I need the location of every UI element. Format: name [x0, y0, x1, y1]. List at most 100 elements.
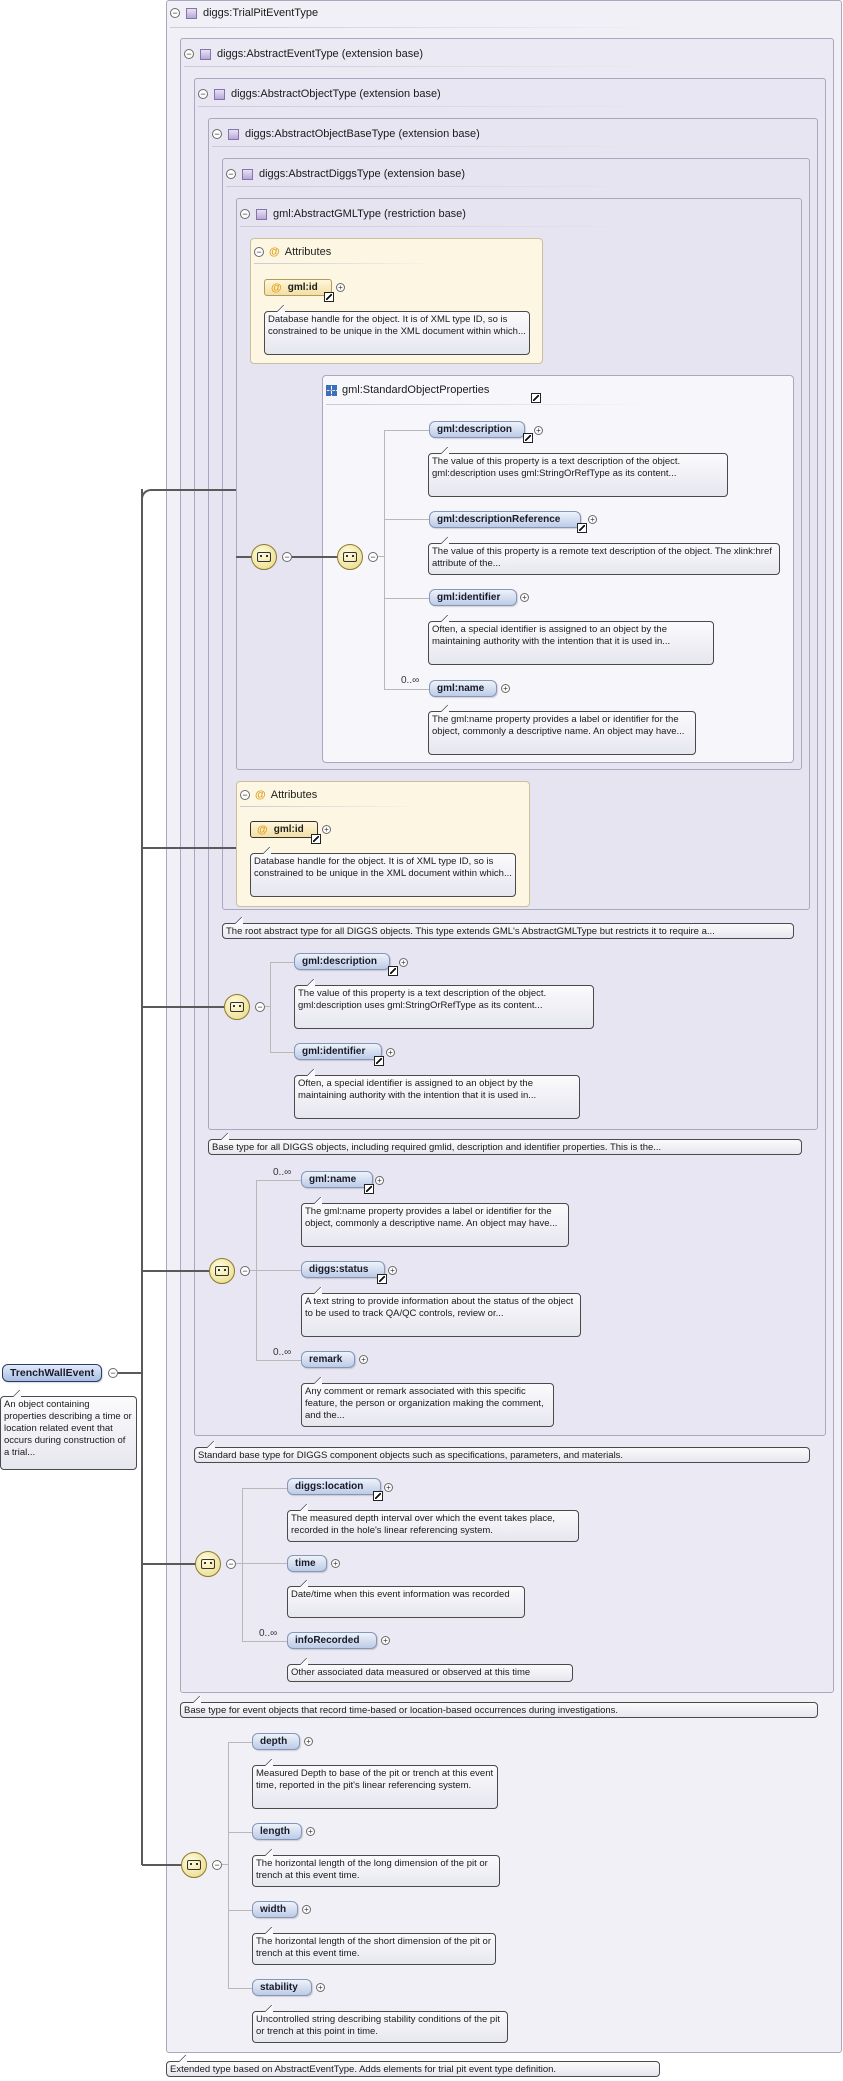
- element-gml-identifier[interactable]: gml:identifier: [429, 589, 517, 606]
- attributes-label: Attributes: [270, 789, 318, 801]
- expand-plus-icon[interactable]: +: [520, 593, 529, 602]
- type-header-abstractobjectbase[interactable]: − diggs:AbstractObjectBaseType (extensio…: [212, 128, 480, 140]
- expand-plus-icon[interactable]: +: [388, 1266, 397, 1275]
- type-doc-trialpit: Extended type based on AbstractEventType…: [166, 2055, 660, 2077]
- collapse-toggle[interactable]: −: [368, 552, 378, 562]
- element-label: gml:identifier: [302, 1046, 366, 1057]
- element-gml-name-object[interactable]: gml:name: [301, 1171, 373, 1188]
- expand-plus-icon[interactable]: +: [384, 1483, 393, 1492]
- expand-plus-icon[interactable]: +: [336, 283, 345, 292]
- expand-plus-icon[interactable]: +: [399, 958, 408, 967]
- element-gml-identifier-base[interactable]: gml:identifier: [294, 1043, 382, 1060]
- reference-arrow-icon: [523, 433, 533, 443]
- element-diggs-location[interactable]: diggs:location: [287, 1478, 381, 1495]
- element-label: length: [260, 1826, 290, 1837]
- expand-plus-icon[interactable]: +: [306, 1827, 315, 1836]
- type-name: gml:AbstractGMLType (restriction base): [273, 208, 466, 220]
- element-gml-name[interactable]: gml:name: [429, 680, 497, 697]
- expand-plus-icon[interactable]: +: [375, 1176, 384, 1185]
- element-depth[interactable]: depth: [252, 1733, 300, 1750]
- element-label: remark: [309, 1354, 343, 1365]
- element-gml-description-base[interactable]: gml:description: [294, 953, 390, 970]
- element-label: gml:name: [309, 1174, 357, 1185]
- collapse-toggle[interactable]: −: [170, 8, 180, 18]
- connector-root: [118, 1372, 142, 1374]
- complex-type-icon: [242, 168, 253, 180]
- cardinality-label: 0..∞: [273, 1347, 292, 1358]
- element-label: depth: [260, 1736, 288, 1747]
- attribute-gml-id-inner[interactable]: @ gml:id: [264, 279, 332, 296]
- sequence-compositor-icon[interactable]: [251, 544, 277, 570]
- collapse-toggle[interactable]: −: [240, 1266, 250, 1276]
- connector-corner-top: [141, 489, 161, 499]
- group-header-standardobjectproperties[interactable]: − gml:StandardObjectProperties: [326, 384, 489, 396]
- element-gml-description[interactable]: gml:description: [429, 421, 525, 438]
- expand-plus-icon[interactable]: +: [316, 1983, 325, 1992]
- doc-annotation: The value of this property is a text des…: [428, 447, 728, 497]
- complex-type-icon: [186, 7, 197, 19]
- collapse-toggle[interactable]: −: [212, 129, 222, 139]
- root-element-trenchwallevent[interactable]: TrenchWallEvent: [2, 1364, 102, 1382]
- doc-annotation: Uncontrolled string describing stability…: [252, 2005, 508, 2043]
- sequence-compositor-icon[interactable]: [209, 1258, 235, 1284]
- collapse-toggle[interactable]: −: [184, 49, 194, 59]
- doc-annotation: Date/time when this event information wa…: [287, 1580, 525, 1618]
- attribute-label: gml:id: [273, 824, 304, 835]
- element-gml-descriptionreference[interactable]: gml:descriptionReference: [429, 511, 581, 528]
- expand-plus-icon[interactable]: +: [359, 1355, 368, 1364]
- expand-plus-icon[interactable]: +: [331, 1559, 340, 1568]
- attribute-gml-id-outer[interactable]: @ gml:id: [250, 821, 318, 838]
- element-diggs-status[interactable]: diggs:status: [301, 1261, 385, 1278]
- complex-type-icon: [200, 48, 211, 60]
- collapse-toggle[interactable]: −: [212, 1860, 222, 1870]
- collapse-toggle[interactable]: −: [254, 247, 264, 257]
- sequence-compositor-icon[interactable]: [337, 544, 363, 570]
- expand-plus-icon[interactable]: +: [304, 1737, 313, 1746]
- sequence-compositor-icon[interactable]: [181, 1852, 207, 1878]
- type-header-abstractobject[interactable]: − diggs:AbstractObjectType (extension ba…: [198, 88, 441, 100]
- type-header-abstractgml[interactable]: − gml:AbstractGMLType (restriction base): [240, 208, 466, 220]
- expand-plus-icon[interactable]: +: [534, 426, 543, 435]
- attributes-header-inner[interactable]: − @ Attributes: [254, 246, 331, 258]
- collapse-toggle[interactable]: −: [240, 790, 250, 800]
- doc-annotation: The horizontal length of the short dimen…: [252, 1927, 496, 1965]
- attributes-header-outer[interactable]: − @ Attributes: [240, 789, 317, 801]
- doc-annotation: Database handle for the object. It is of…: [264, 305, 530, 355]
- type-header-abstractdiggs[interactable]: − diggs:AbstractDiggsType (extension bas…: [226, 168, 465, 180]
- expand-plus-icon[interactable]: +: [381, 1636, 390, 1645]
- expand-plus-icon[interactable]: +: [386, 1048, 395, 1057]
- reference-arrow-icon: [364, 1184, 374, 1194]
- sequence-compositor-icon[interactable]: [224, 994, 250, 1020]
- element-time[interactable]: time: [287, 1555, 327, 1572]
- collapse-toggle[interactable]: −: [282, 552, 292, 562]
- collapse-toggle[interactable]: −: [198, 89, 208, 99]
- complex-type-icon: [256, 208, 267, 220]
- expand-plus-icon[interactable]: +: [302, 1905, 311, 1914]
- reference-arrow-icon: [377, 1274, 387, 1284]
- element-length[interactable]: length: [252, 1823, 302, 1840]
- type-header-abstractevent[interactable]: − diggs:AbstractEventType (extension bas…: [184, 48, 423, 60]
- collapse-toggle[interactable]: −: [108, 1368, 118, 1378]
- cardinality-label: 0..∞: [259, 1628, 278, 1639]
- expand-plus-icon[interactable]: +: [501, 684, 510, 693]
- element-label: gml:identifier: [437, 592, 501, 603]
- collapse-toggle[interactable]: −: [326, 385, 336, 395]
- doc-annotation: The measured depth interval over which t…: [287, 1504, 579, 1542]
- expand-plus-icon[interactable]: +: [322, 825, 331, 834]
- doc-annotation: Measured Depth to base of the pit or tre…: [252, 1759, 498, 1809]
- collapse-toggle[interactable]: −: [226, 1559, 236, 1569]
- doc-annotation: The gml:name property provides a label o…: [428, 705, 696, 755]
- type-header-trialpit[interactable]: − diggs:TrialPitEventType: [170, 7, 318, 19]
- type-doc-abstractobject: Standard base type for DIGGS component o…: [194, 1441, 810, 1463]
- collapse-toggle[interactable]: −: [240, 209, 250, 219]
- element-remark[interactable]: remark: [301, 1351, 355, 1368]
- collapse-toggle[interactable]: −: [226, 169, 236, 179]
- complex-type-icon: [214, 88, 225, 100]
- sequence-compositor-icon[interactable]: [195, 1551, 221, 1577]
- element-stability[interactable]: stability: [252, 1979, 312, 1996]
- expand-plus-icon[interactable]: +: [588, 515, 597, 524]
- element-label: gml:description: [302, 956, 378, 967]
- collapse-toggle[interactable]: −: [255, 1002, 265, 1012]
- element-inforecorded[interactable]: infoRecorded: [287, 1632, 377, 1649]
- element-width[interactable]: width: [252, 1901, 298, 1918]
